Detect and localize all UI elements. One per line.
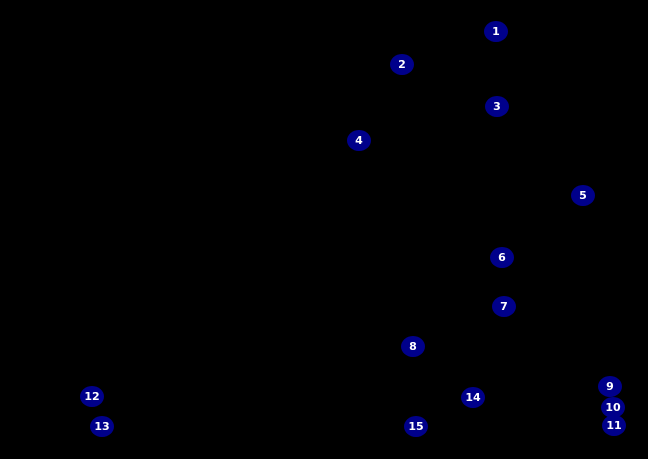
annotation-marker-3[interactable]: 3 [485,95,509,117]
annotation-marker-1[interactable]: 1 [484,20,508,42]
annotation-marker-14[interactable]: 14 [461,386,485,408]
annotation-marker-8[interactable]: 8 [401,335,425,357]
annotation-marker-10[interactable]: 10 [601,396,625,418]
annotation-marker-7[interactable]: 7 [492,295,516,317]
annotation-marker-12[interactable]: 12 [80,385,104,407]
annotation-marker-9[interactable]: 9 [598,375,622,397]
annotation-marker-5[interactable]: 5 [571,184,595,206]
annotation-marker-15[interactable]: 15 [404,415,428,437]
annotation-marker-4[interactable]: 4 [347,129,371,151]
annotation-marker-13[interactable]: 13 [90,415,114,437]
annotation-marker-2[interactable]: 2 [390,53,414,75]
annotation-marker-11[interactable]: 11 [602,414,626,436]
annotation-marker-6[interactable]: 6 [490,246,514,268]
